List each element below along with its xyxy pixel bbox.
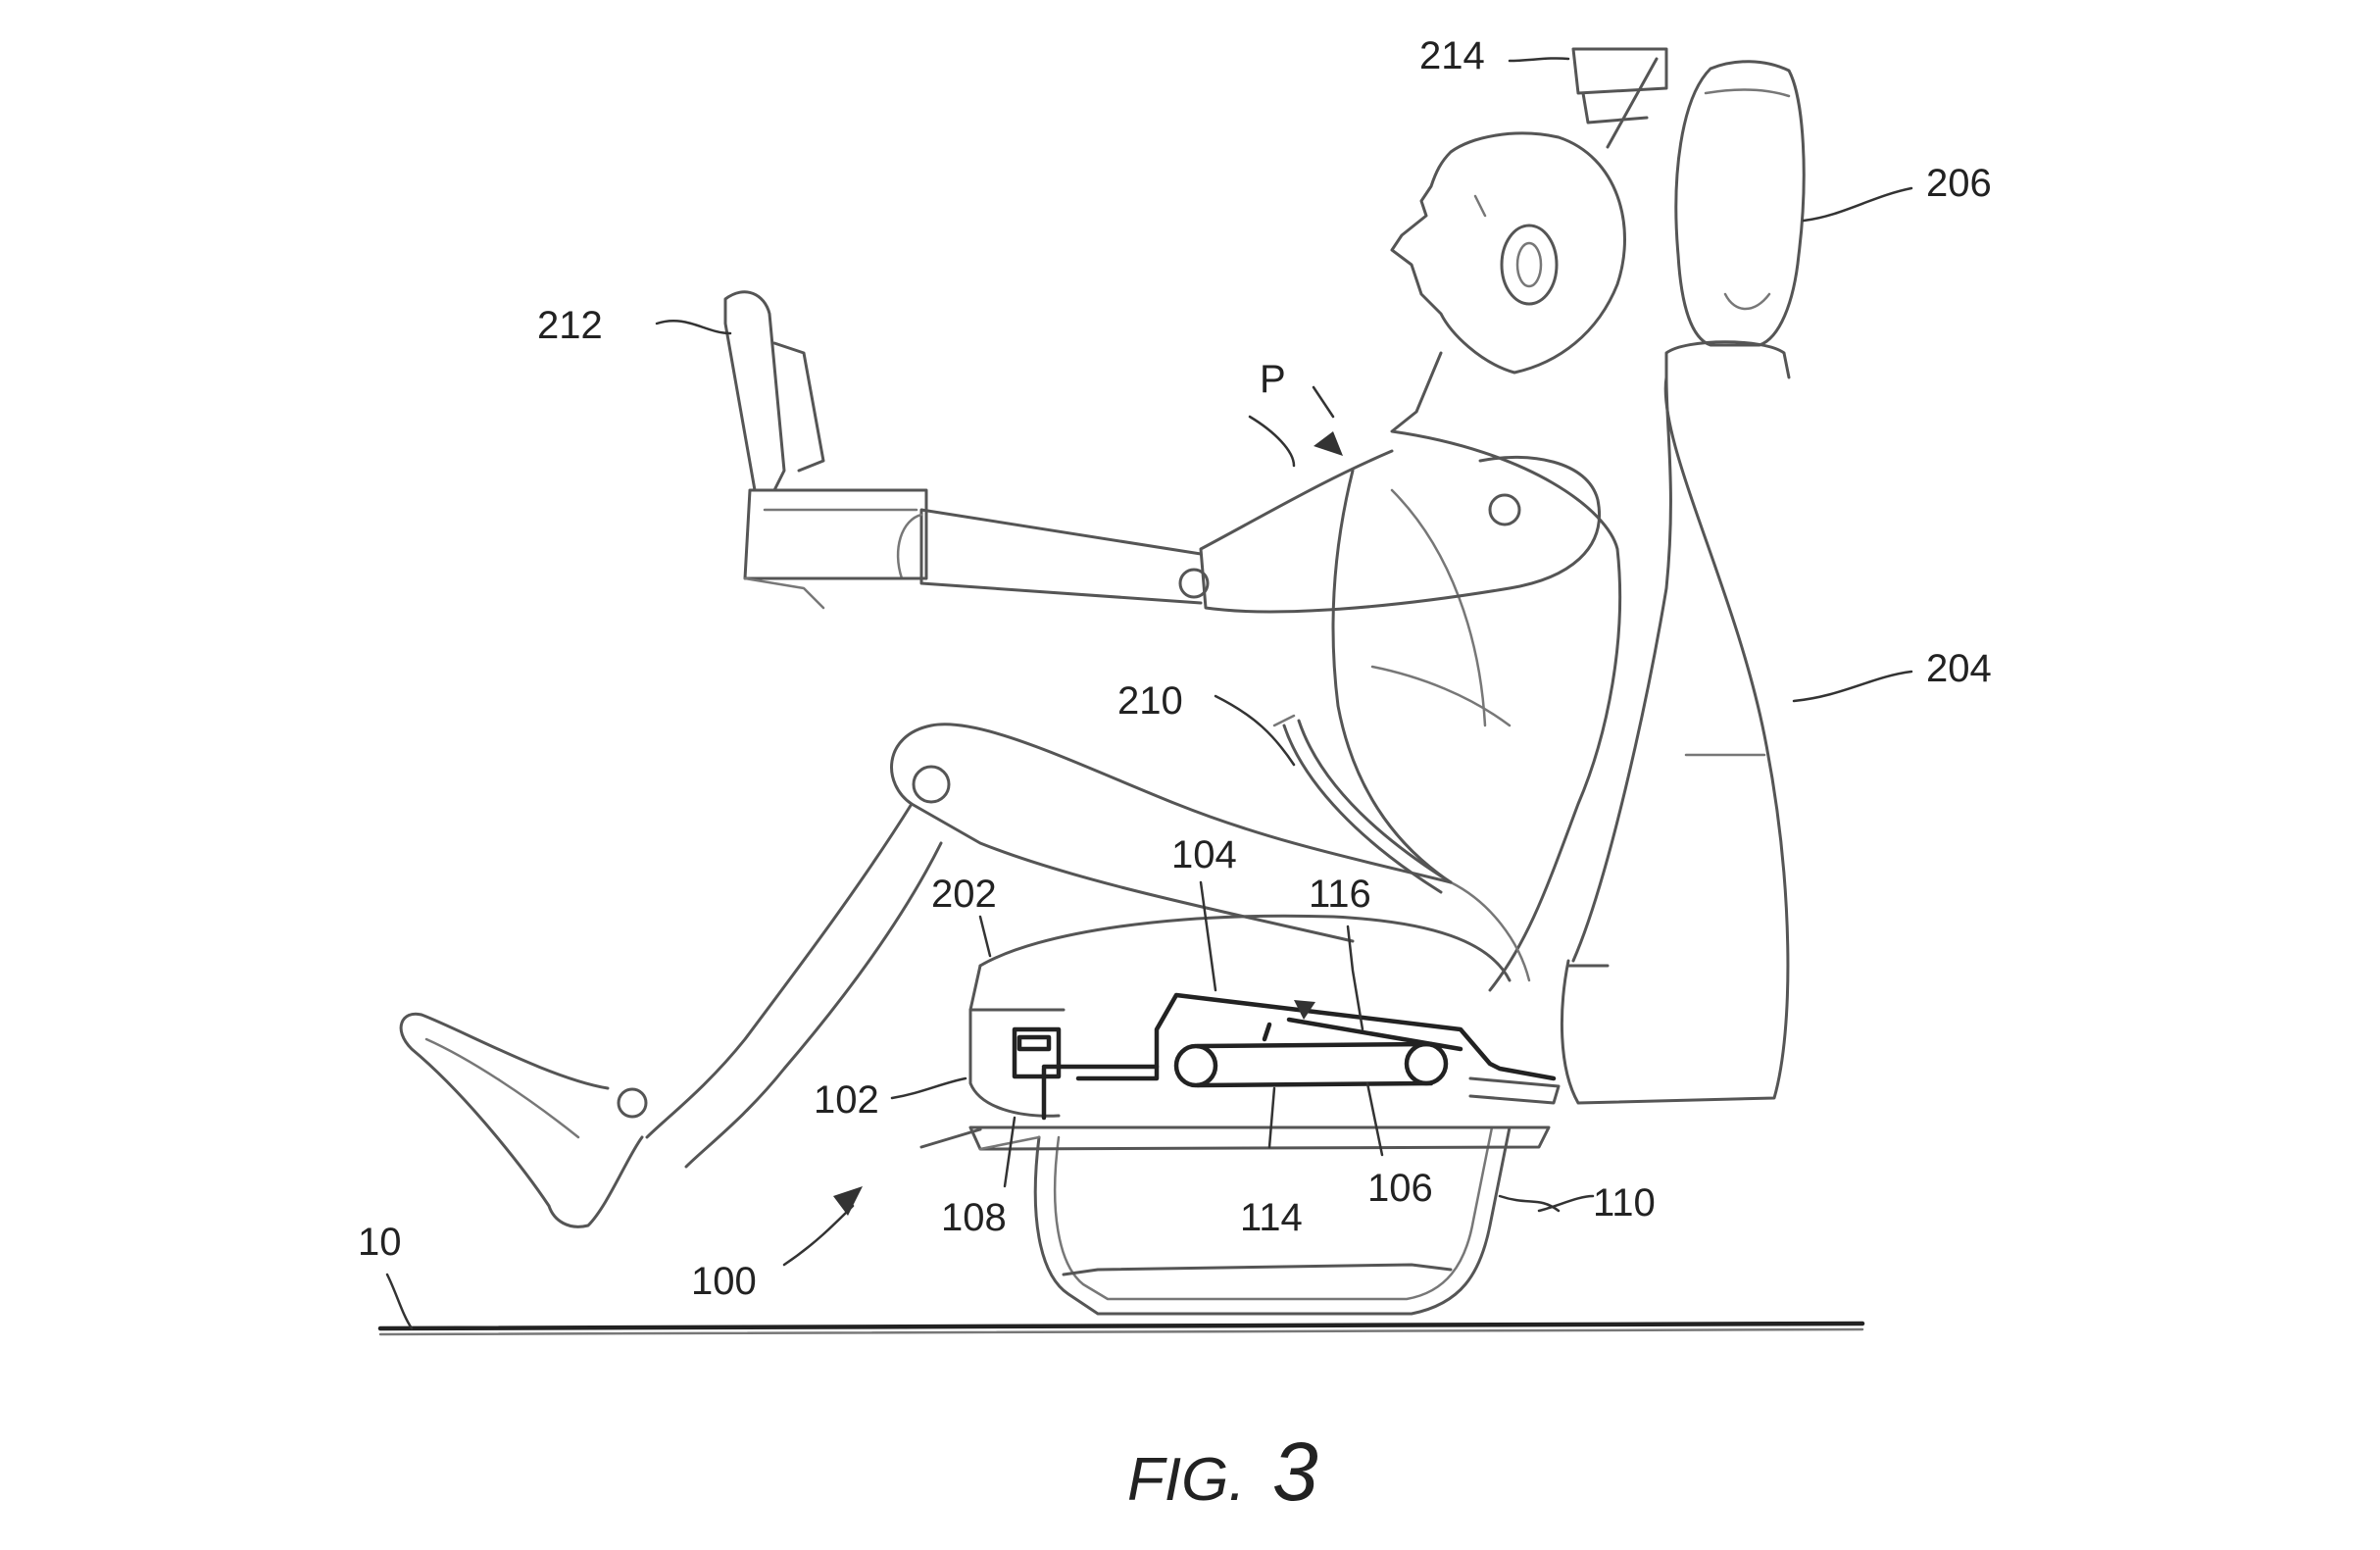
label-214: 214 <box>1419 34 1485 77</box>
seat-belt <box>1272 714 1453 894</box>
arrow-100 <box>833 1186 863 1216</box>
floor <box>377 1321 1865 1336</box>
reference-labels: 214 206 204 212 P 210 104 116 202 102 10… <box>358 34 1992 1303</box>
seat-cushion <box>968 914 1512 1118</box>
label-114: 114 <box>1240 1196 1303 1239</box>
seat-base-frame <box>919 1125 1551 1316</box>
label-108: 108 <box>941 1196 1007 1239</box>
headrest <box>1674 60 1806 347</box>
caption-prefix: FIG. <box>1127 1446 1246 1514</box>
leader-lines <box>385 57 1913 1330</box>
label-100: 100 <box>691 1260 757 1303</box>
label-106: 106 <box>1367 1167 1433 1210</box>
label-204: 204 <box>1926 647 1992 690</box>
label-206: 206 <box>1926 162 1992 205</box>
occupant <box>399 131 1626 1228</box>
label-104: 104 <box>1171 833 1237 876</box>
label-102: 102 <box>814 1078 879 1122</box>
label-10: 10 <box>358 1221 402 1264</box>
arrowheads <box>833 431 1343 1216</box>
label-210: 210 <box>1117 679 1183 723</box>
label-212: 212 <box>537 304 603 347</box>
label-p: P <box>1260 358 1286 401</box>
seat-back <box>1560 340 1791 1105</box>
label-110: 110 <box>1593 1181 1656 1225</box>
figure-caption: FIG. 3 <box>1127 1425 1318 1518</box>
track-mechanism <box>1012 992 1561 1121</box>
label-116: 116 <box>1309 873 1371 916</box>
head-sensor <box>1571 47 1668 149</box>
arrow-p <box>1314 431 1343 456</box>
caption-number: 3 <box>1272 1425 1318 1518</box>
label-202: 202 <box>931 873 997 916</box>
arrow-116 <box>1294 1000 1315 1020</box>
